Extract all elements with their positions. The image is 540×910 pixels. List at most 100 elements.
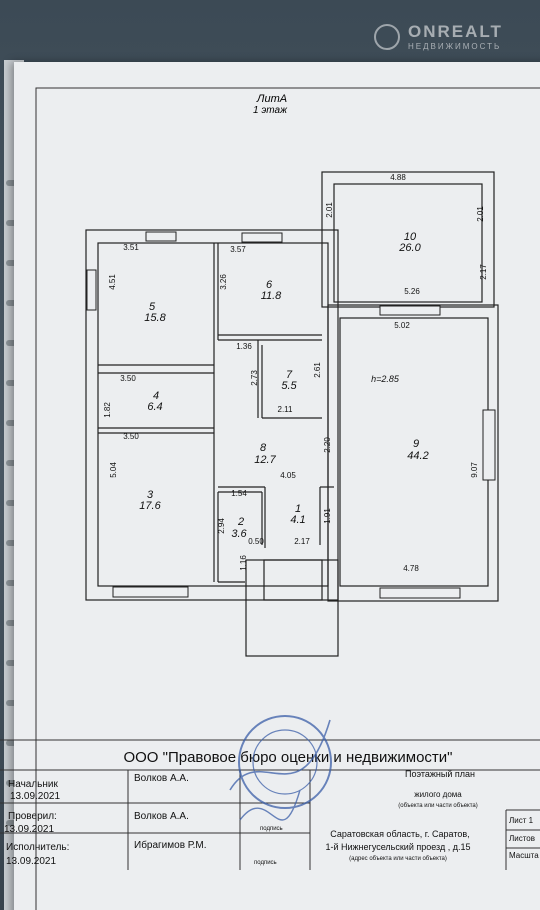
dimension-labels: 4.88 2.01 2.01 2.17 5.26 3.51 4.51 3.57 … <box>103 173 488 573</box>
dim: 2.94 <box>217 518 226 534</box>
room-area: 4.1 <box>290 514 305 526</box>
name: Волков А.А. <box>134 811 189 822</box>
role: Начальник <box>8 779 58 790</box>
dim: 3.57 <box>230 245 246 254</box>
dim: 2.17 <box>479 264 488 280</box>
room-num: 9 <box>413 438 419 450</box>
window <box>112 586 189 598</box>
sign-label: подпись <box>254 860 277 866</box>
room-area: 17.6 <box>139 500 161 512</box>
outer-wall-room9 <box>327 304 499 602</box>
address-line1: Саратовская область, г. Саратов, <box>330 829 469 839</box>
dim: 4.05 <box>280 471 296 480</box>
sheets-label: Листов <box>509 834 535 843</box>
address-note: (адрес объекта или части объекта) <box>349 856 447 862</box>
room-area: 15.8 <box>144 312 166 324</box>
doc-object: жилого дома <box>414 790 462 799</box>
room-num: 3 <box>147 489 154 501</box>
ceiling-height: h=2.85 <box>371 374 400 384</box>
porch-outer <box>245 559 339 657</box>
watermark: ONREALT НЕДВИЖИМОСТЬ <box>374 22 503 51</box>
room-num: 6 <box>266 279 273 291</box>
address-line2: 1-й Нижнегусельский проезд , д.15 <box>325 842 470 852</box>
date: 13.09.2021 <box>10 791 60 802</box>
name: Ибрагимов Р.М. <box>134 839 206 851</box>
scale-label: Масшта <box>509 851 539 860</box>
room-num: 5 <box>149 301 156 313</box>
dim: 2.20 <box>323 437 332 453</box>
room-area: 11.8 <box>261 290 282 302</box>
dim: 5.04 <box>109 462 118 478</box>
dim: 3.50 <box>123 432 139 441</box>
document-info: Поэтажный план жилого дома (объекта или … <box>254 769 539 866</box>
window <box>379 587 461 599</box>
dim: 4.78 <box>403 564 419 573</box>
room-num: 10 <box>404 231 417 243</box>
seal-icon <box>229 715 332 821</box>
room-area: 12.7 <box>254 454 276 466</box>
dim: 2.17 <box>294 537 310 546</box>
window <box>482 409 496 481</box>
doc-object-note: (объекта или части объекта) <box>398 803 478 809</box>
watermark-brand: ONREALT <box>408 22 503 41</box>
doc-title: Поэтажный план <box>405 769 475 779</box>
room-labels: 5 15.8 6 11.8 4 6.4 7 5.5 8 12.7 3 17.6 … <box>139 231 428 540</box>
dim: 5.26 <box>404 287 420 296</box>
dim: 1.36 <box>236 342 252 351</box>
room-area: 6.4 <box>147 401 162 413</box>
room-num: 2 <box>237 516 244 528</box>
room-area: 5.5 <box>281 380 297 392</box>
document-sheet <box>14 62 540 910</box>
window <box>145 231 177 242</box>
onrealt-logo-icon <box>374 24 400 50</box>
room-area: 26.0 <box>398 242 421 254</box>
sheet-label: Лист 1 <box>509 816 534 825</box>
dim: 9.07 <box>470 462 479 478</box>
room-num: 4 <box>153 390 159 402</box>
plan-subtitle: 1 этаж <box>253 105 288 116</box>
dim: 0.50 <box>248 537 264 546</box>
dim: 2.61 <box>313 362 322 378</box>
plan-title: ЛитА <box>256 93 287 105</box>
company-name: ООО "Правовое бюро оценки и недвижимости… <box>123 749 452 766</box>
outer-wall-main <box>85 229 339 601</box>
dim: 3.50 <box>120 374 136 383</box>
watermark-sub: НЕДВИЖИМОСТЬ <box>408 42 502 51</box>
dim: 2.01 <box>325 202 334 218</box>
window <box>379 305 441 316</box>
dim: 1.82 <box>103 402 112 418</box>
signatories: Начальник 13.09.2021 Волков А.А. Провери… <box>4 773 206 867</box>
sheet-frame <box>35 87 540 910</box>
walls <box>85 171 499 657</box>
dim: 4.88 <box>390 173 406 182</box>
room-area: 3.6 <box>231 528 247 540</box>
dim: 2.11 <box>278 405 294 414</box>
dim: 4.51 <box>108 274 117 290</box>
dim: 5.02 <box>394 321 410 330</box>
dim: 1.54 <box>231 489 247 498</box>
name: Волков А.А. <box>134 773 189 784</box>
date: 13.09.2021 <box>4 824 54 835</box>
role: Проверил: <box>8 811 57 822</box>
windows <box>86 231 496 599</box>
dim: 1.91 <box>323 508 332 524</box>
dim: 3.26 <box>219 274 228 290</box>
dim: 2.01 <box>476 206 485 222</box>
title-block <box>0 739 540 870</box>
porch-inner <box>263 559 323 601</box>
inner-wall-room10 <box>333 183 483 303</box>
dim: 2.73 <box>250 370 259 386</box>
dim: 1.16 <box>239 555 248 571</box>
inner-wall-main <box>97 242 329 587</box>
window <box>241 232 283 243</box>
sign-label: подпись <box>260 826 283 832</box>
role: Исполнитель: <box>6 842 69 853</box>
date: 13.09.2021 <box>6 856 56 867</box>
window <box>86 269 97 311</box>
room-num: 1 <box>295 503 301 515</box>
room-num: 7 <box>286 369 293 381</box>
room-num: 8 <box>260 442 267 454</box>
dim: 3.51 <box>123 243 139 252</box>
